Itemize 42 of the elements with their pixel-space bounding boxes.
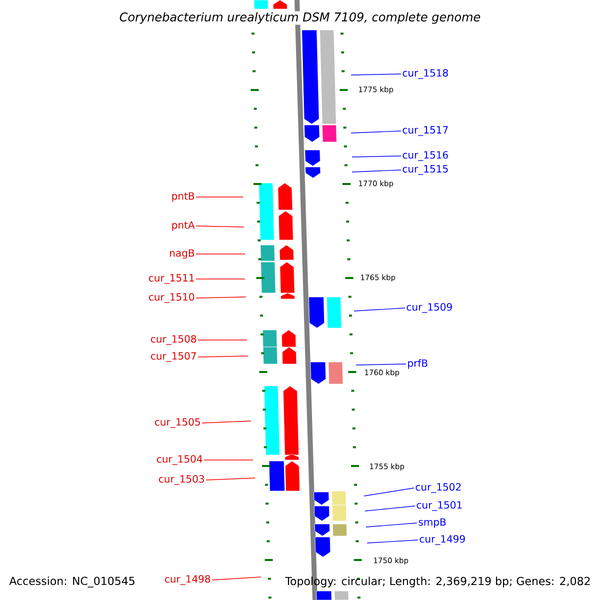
leader-line xyxy=(354,308,406,312)
leader-line xyxy=(202,420,252,424)
gene-label: cur_1516 xyxy=(402,151,448,161)
leader-line xyxy=(196,196,244,198)
leader-line xyxy=(350,74,402,76)
gene-label: cur_1503 xyxy=(158,475,204,485)
leader-line xyxy=(350,130,402,134)
leader-line xyxy=(206,478,256,480)
title: Corynebacterium urealyticum DSM 7109, complete genome xyxy=(118,11,482,25)
gene-label: pntA xyxy=(172,221,195,231)
gene-label: cur_1501 xyxy=(416,501,462,511)
info-text: Accession: NC_010545 xyxy=(9,576,134,588)
gene-label: cur_1515 xyxy=(402,165,448,175)
leader-line xyxy=(352,156,402,158)
leader-line xyxy=(364,506,416,512)
leader-line xyxy=(196,296,246,298)
leader-line xyxy=(212,576,262,580)
gene-label: cur_1502 xyxy=(416,483,461,493)
info-text: Topology: circular; Length: 2,369,219 bp; Genes: 2,082 xyxy=(285,576,590,588)
gene-label: smpB xyxy=(418,518,446,528)
gene-label: pntB xyxy=(172,192,194,202)
leader-line xyxy=(364,488,414,496)
gene-label: cur_1517 xyxy=(402,126,448,136)
leader-line xyxy=(366,540,418,544)
gene-label: cur_1508 xyxy=(150,335,196,345)
gene-label: cur_1511 xyxy=(148,274,194,284)
gene-label: cur_1507 xyxy=(150,352,196,362)
gene-label: cur_1499 xyxy=(420,535,465,545)
leader-line xyxy=(356,364,406,366)
gene-label: cur_1505 xyxy=(154,418,200,428)
leader-line xyxy=(196,226,244,228)
gene-label: cur_1498 xyxy=(164,575,210,585)
gene-label: prfB xyxy=(408,359,428,369)
gene-label: nagB xyxy=(170,249,194,259)
gene-label: cur_1510 xyxy=(148,293,194,303)
leader-line xyxy=(352,170,402,172)
leader-line xyxy=(366,522,418,528)
gene-label: cur_1509 xyxy=(406,303,452,313)
leader-line xyxy=(196,278,246,280)
gene-label: cur_1518 xyxy=(402,69,448,79)
leader-line xyxy=(198,356,248,358)
gene-label: cur_1504 xyxy=(156,455,202,465)
